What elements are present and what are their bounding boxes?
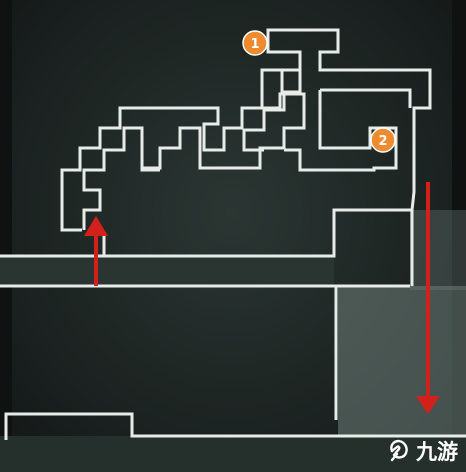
maze-wall-inner xyxy=(82,92,306,230)
bottom-wall xyxy=(4,412,466,440)
maze-wall-outer xyxy=(60,28,432,258)
marker-1-label: 1 xyxy=(250,37,259,52)
upper-corridor xyxy=(0,256,334,286)
bottom-strip xyxy=(0,436,466,472)
marker-1-circle xyxy=(242,30,268,56)
route-arrows xyxy=(84,182,440,414)
maze-wall-right-branch xyxy=(284,90,398,172)
right-open-area xyxy=(338,286,466,436)
maze-wall-upper-inner xyxy=(280,70,284,96)
watermark-text: 九游 xyxy=(416,440,458,464)
maze-walls xyxy=(0,28,466,440)
maze-wall-left-inner xyxy=(140,150,160,172)
marker-2: 2 xyxy=(370,127,396,153)
right-upper-area xyxy=(410,210,466,290)
maze-wall-mid xyxy=(242,70,302,152)
arrow-down-head xyxy=(416,396,440,414)
maze-wall-right-top xyxy=(320,88,412,108)
watermark: 九游 xyxy=(386,436,458,466)
arrow-up-head xyxy=(84,216,108,236)
marker-2-label: 2 xyxy=(378,134,387,149)
marker-2-circle xyxy=(370,127,396,153)
marker-1: 1 xyxy=(242,30,268,56)
jiuyou-logo-icon xyxy=(390,439,408,462)
